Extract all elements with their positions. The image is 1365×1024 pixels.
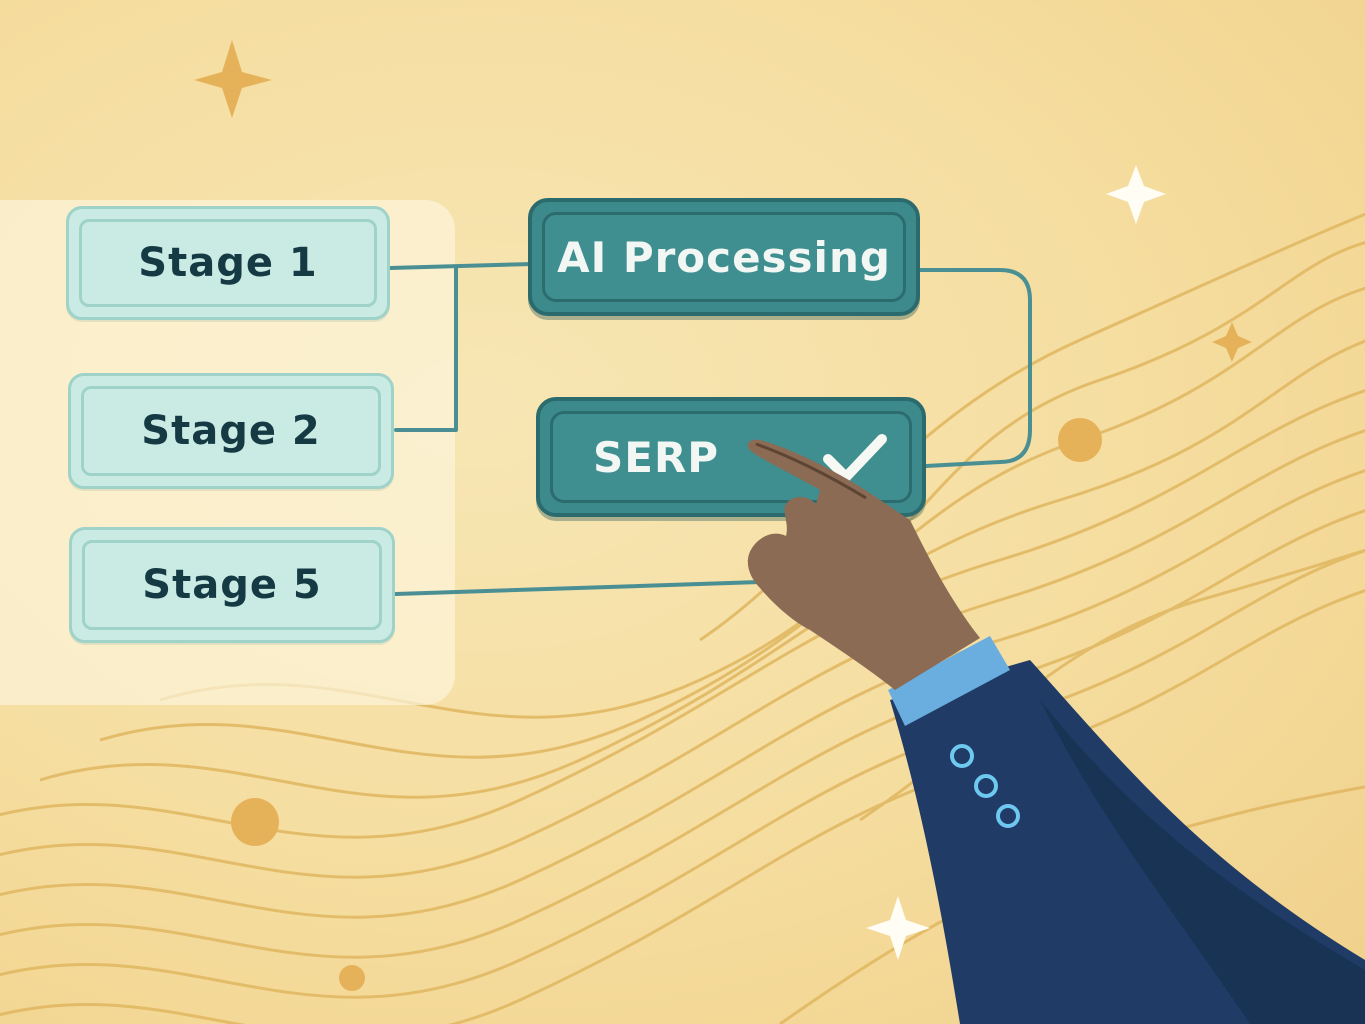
connector-stage5 [394, 580, 762, 596]
sleeve-shadow [1040, 700, 1365, 1024]
sleeve-button [974, 774, 998, 798]
ai-processing-label: AI Processing [542, 212, 906, 302]
sparkle-icon [194, 40, 272, 118]
stage-1-node[interactable]: Stage 1 [66, 206, 390, 320]
shirt-cuff [888, 636, 1010, 726]
connector-ai-serp [916, 268, 1032, 468]
serp-label: SERP [593, 432, 720, 482]
finger-shading [755, 442, 867, 500]
stage-2-node[interactable]: Stage 2 [68, 373, 394, 489]
stage-2-label: Stage 2 [81, 386, 381, 476]
decor-dot [1058, 418, 1102, 462]
decor-dot [231, 798, 279, 846]
sparkle-icon [1212, 322, 1252, 362]
stage-5-label: Stage 5 [82, 540, 382, 630]
sparkle-icon [866, 896, 930, 960]
decor-dot [339, 965, 365, 991]
sparkle-icon [1106, 165, 1166, 224]
hand [747, 439, 980, 690]
connector-stage1-ai [388, 262, 534, 270]
connector-stage2-branch [394, 266, 458, 432]
check-icon [823, 434, 887, 482]
stage-1-label: Stage 1 [79, 219, 377, 307]
stage-5-node[interactable]: Stage 5 [69, 527, 395, 643]
sleeve-button [996, 804, 1020, 828]
sleeve-button [950, 744, 974, 768]
ai-processing-node[interactable]: AI Processing [528, 198, 920, 316]
